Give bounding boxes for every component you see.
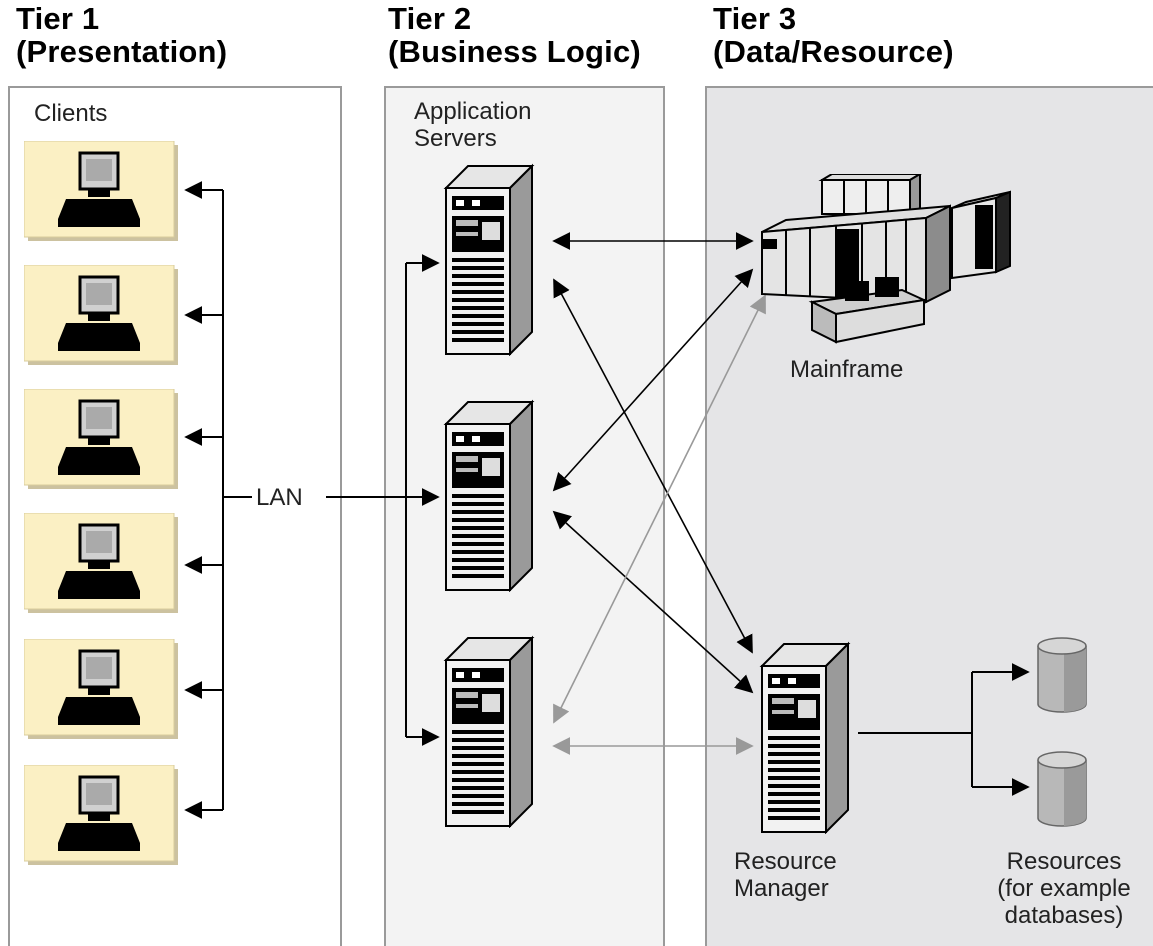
- client-computer-2: [24, 265, 178, 365]
- resource-manager-server: [759, 641, 851, 834]
- tier-2-subtitle: (Business Logic): [388, 34, 641, 69]
- client-computer-6: [24, 765, 178, 865]
- app-servers-label: Application Servers: [414, 98, 531, 152]
- client-computer-3: [24, 389, 178, 489]
- database-2: [1037, 751, 1087, 827]
- client-computer-4: [24, 513, 178, 613]
- tower-server-icon: [443, 635, 535, 828]
- resource-manager-label-line2: Manager: [734, 875, 829, 902]
- client-computer-1: [24, 141, 178, 241]
- link-s2-mainframe: [552, 268, 754, 492]
- lan-bus: [184, 181, 440, 819]
- clients-label: Clients: [34, 100, 108, 127]
- desktop-computer-icon: [58, 523, 140, 599]
- tower-server-icon: [443, 163, 535, 356]
- app-servers-label-line2: Servers: [414, 125, 497, 152]
- mainframe: [761, 174, 1011, 344]
- application-server-2: [443, 399, 535, 592]
- tower-server-icon: [759, 641, 851, 834]
- lan-label: LAN: [256, 484, 303, 511]
- tier-3-subtitle: (Data/Resource): [713, 34, 954, 69]
- tier-2-title: Tier 2 (Business Logic): [388, 2, 641, 68]
- resource-manager-label-line1: Resource: [734, 848, 837, 875]
- tier-3-name: Tier 3: [713, 1, 797, 36]
- mainframe-label: Mainframe: [790, 356, 904, 383]
- tier-1-name: Tier 1: [16, 1, 100, 36]
- desktop-computer-icon: [58, 775, 140, 851]
- resources-label: Resources (for example databases): [978, 848, 1150, 929]
- server-bus: [405, 254, 440, 746]
- application-server-1: [443, 163, 535, 356]
- mainframe-icon: [761, 174, 1011, 344]
- resources-label-line1: Resources: [1006, 848, 1122, 875]
- resource-manager-label: Resource Manager: [734, 848, 837, 902]
- link-s2-resource-manager: [552, 510, 754, 694]
- tower-server-icon: [443, 399, 535, 592]
- tier-3-title: Tier 3 (Data/Resource): [713, 2, 954, 68]
- client-computer-5: [24, 639, 178, 739]
- desktop-computer-icon: [58, 649, 140, 725]
- tier-2-name: Tier 2: [388, 1, 472, 36]
- database-cylinder-icon: [1037, 637, 1087, 713]
- link-s3-mainframe: [553, 294, 766, 724]
- link-s1-resource-manager: [553, 278, 753, 654]
- desktop-computer-icon: [58, 151, 140, 227]
- application-server-3: [443, 635, 535, 828]
- desktop-computer-icon: [58, 275, 140, 351]
- resource-links: [858, 663, 1030, 796]
- tier-1-subtitle: (Presentation): [16, 34, 228, 69]
- app-servers-label-line1: Application: [414, 98, 532, 125]
- database-cylinder-icon: [1037, 751, 1087, 827]
- database-1: [1037, 637, 1087, 713]
- resources-label-line2: (for example: [997, 875, 1131, 902]
- tier-1-title: Tier 1 (Presentation): [16, 2, 227, 68]
- desktop-computer-icon: [58, 399, 140, 475]
- resources-label-line3: databases): [1004, 902, 1124, 929]
